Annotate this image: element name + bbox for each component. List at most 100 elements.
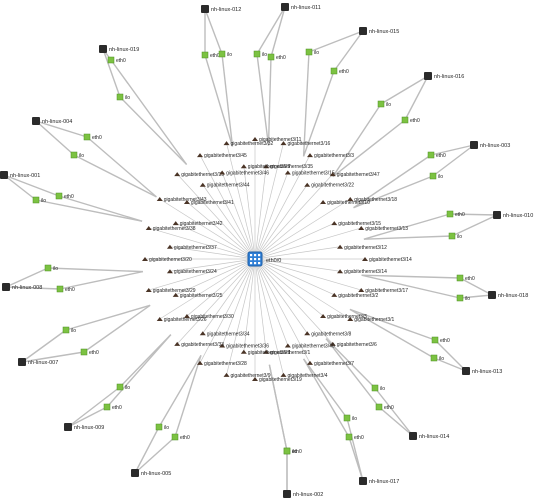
switch-port[interactable]: gigabitethernet3/9 [223, 372, 271, 379]
host-node[interactable]: nh-linux-002 [283, 490, 323, 498]
interface-node[interactable]: ilo [283, 447, 297, 455]
interface-node[interactable]: eth0 [431, 336, 450, 344]
switch-port[interactable]: gigabitethernet3/19 [252, 377, 302, 383]
interface-node[interactable]: eth0 [55, 192, 74, 200]
interface-node[interactable]: ilo [62, 326, 76, 334]
host-node[interactable]: nh-linux-019 [99, 45, 139, 53]
interface-node[interactable]: eth0 [330, 67, 349, 75]
host-node[interactable]: nh-linux-011 [281, 3, 321, 11]
interface-node[interactable]: ilo [218, 50, 232, 58]
host-node[interactable]: nh-linux-008 [2, 283, 42, 291]
interface-node[interactable]: ilo [371, 384, 385, 392]
switch-port[interactable]: gigabitethernet3/38 [145, 225, 196, 232]
switch-port[interactable]: gigabitethernet3/42 [172, 221, 223, 227]
switch-port[interactable]: gigabitethernet3/6 [329, 341, 377, 348]
interface-node[interactable]: eth0 [345, 433, 364, 441]
host-node[interactable]: nh-linux-012 [201, 5, 241, 13]
host-node[interactable]: nh-linux-001 [0, 171, 40, 179]
interface-node[interactable]: eth0 [56, 285, 75, 293]
interface-node[interactable]: eth0 [446, 210, 465, 218]
interface-node[interactable]: ilo [32, 196, 46, 204]
interface-node[interactable]: ilo [377, 100, 391, 108]
switch-port[interactable]: gigabitethernet3/13 [358, 225, 408, 232]
interface-node[interactable]: eth0 [80, 348, 99, 356]
interface-node[interactable]: ilo [116, 383, 130, 391]
switch-port[interactable]: gigabitethernet3/47 [329, 172, 380, 178]
switch-port[interactable]: gigabitethernet3/26 [156, 317, 207, 323]
switch-port[interactable]: gigabitethernet3/11 [252, 137, 302, 143]
switch-port[interactable]: gigabitethernet3/5 [320, 313, 367, 320]
interface-node[interactable]: ilo [429, 172, 443, 180]
switch-port[interactable]: gigabitethernet3/20 [142, 257, 192, 263]
host-node[interactable]: nh-linux-003 [470, 141, 510, 149]
interface-node[interactable]: eth0 [267, 53, 286, 61]
switch-port[interactable]: gigabitethernet3/43 [156, 197, 207, 203]
interface-node[interactable]: eth0 [103, 403, 122, 411]
switch-port[interactable]: gigabitethernet3/1 [347, 317, 395, 323]
interface-node[interactable]: eth0 [456, 274, 475, 282]
host-node[interactable]: nh-linux-007 [18, 358, 58, 366]
host-node[interactable]: nh-linux-014 [409, 432, 449, 440]
switch-port[interactable]: gigabitethernet3/12 [337, 244, 387, 251]
central-switch[interactable]: eth0/0 [247, 251, 281, 267]
interface-node[interactable]: ilo [430, 354, 444, 362]
switch-port[interactable]: gigabitethernet3/15 [284, 170, 335, 177]
switch-port[interactable]: gigabitethernet3/36 [219, 343, 269, 349]
switch-port[interactable]: gigabitethernet3/28 [197, 360, 247, 367]
interface-node[interactable]: ilo [116, 93, 130, 101]
switch-port[interactable]: gigabitethernet3/41 [183, 200, 234, 206]
switch-port[interactable]: gigabitethernet3/35 [263, 164, 313, 170]
host-node[interactable]: nh-linux-005 [131, 469, 171, 477]
switch-port[interactable]: gigabitethernet3/24 [166, 269, 217, 275]
switch-port[interactable]: gigabitethernet3/39 [174, 172, 224, 178]
switch-port[interactable]: gigabitethernet3/1 [263, 349, 310, 356]
switch-port[interactable]: gigabitethernet3/3 [307, 153, 354, 159]
switch-port[interactable]: gigabitethernet3/2 [331, 292, 379, 299]
interface-node[interactable]: ilo [305, 48, 319, 56]
host-node[interactable]: nh-linux-009 [64, 423, 104, 431]
interface-node[interactable]: ilo [155, 423, 169, 431]
switch-port[interactable]: gigabitethernet3/18 [347, 197, 397, 203]
switch-port[interactable]: gigabitethernet3/33 [174, 341, 224, 348]
host-node[interactable]: nh-linux-016 [424, 72, 464, 80]
switch-port[interactable]: gigabitethernet3/29 [145, 288, 196, 294]
interface-node[interactable]: ilo [44, 264, 58, 272]
switch-port[interactable]: gigabitethernet3/30 [183, 313, 234, 320]
switch-port[interactable]: gigabitethernet3/14 [362, 257, 412, 263]
interface-node[interactable]: ilo [448, 232, 462, 240]
host-node[interactable]: nh-linux-004 [32, 117, 72, 125]
switch-port[interactable]: gigabitethernet3/7 [307, 360, 354, 367]
switch-port[interactable]: gigabitethernet3/44 [199, 182, 250, 189]
switch-port[interactable]: gigabitethernet3/10 [320, 200, 370, 206]
switch-port[interactable]: gigabitethernet3/37 [166, 244, 217, 251]
switch-port[interactable]: gigabitethernet3/16 [280, 141, 331, 147]
switch-port[interactable]: gigabitethernet3/15 [331, 221, 381, 227]
host-node[interactable]: nh-linux-013 [462, 367, 502, 375]
switch-port[interactable]: gigabitethernet3/46 [219, 170, 269, 177]
switch-port[interactable]: gigabitethernet3/8 [304, 331, 351, 337]
interface-node[interactable]: eth0 [375, 403, 394, 411]
switch-port[interactable]: gigabitethernet3/45 [197, 153, 247, 159]
interface-node[interactable]: eth0 [107, 56, 126, 64]
host-node[interactable]: nh-linux-018 [488, 291, 528, 299]
interface-node[interactable]: ilo [70, 151, 84, 159]
host-node[interactable]: nh-linux-015 [359, 27, 399, 35]
switch-port[interactable]: gigabitethernet3/17 [358, 288, 408, 294]
switch-port[interactable]: gigabitethernet3/32 [223, 141, 274, 147]
host-node[interactable]: nh-linux-010 [493, 211, 533, 219]
interface-node[interactable]: eth0 [171, 433, 190, 441]
interface-node[interactable]: ilo [456, 294, 470, 302]
switch-port[interactable]: gigabitethernet3/34 [199, 331, 250, 337]
switch-port[interactable]: gigabitethernet3/22 [304, 182, 354, 189]
interface-node[interactable]: eth0 [401, 116, 420, 124]
interface-node[interactable]: ilo [253, 50, 267, 58]
switch-port[interactable]: gigabitethernet3/40 [284, 343, 335, 349]
switch-port[interactable]: gigabitethernet3/14 [337, 269, 387, 275]
switch-port[interactable]: gigabitethernet3/27 [240, 164, 291, 170]
interface-node[interactable]: eth0 [201, 51, 220, 59]
interface-node[interactable]: eth0 [83, 133, 102, 141]
interface-node[interactable]: eth0 [427, 151, 446, 159]
switch-port[interactable]: gigabitethernet3/25 [172, 292, 223, 299]
host-node[interactable]: nh-linux-017 [359, 477, 399, 485]
switch-port[interactable]: gigabitethernet3/21 [240, 349, 291, 356]
